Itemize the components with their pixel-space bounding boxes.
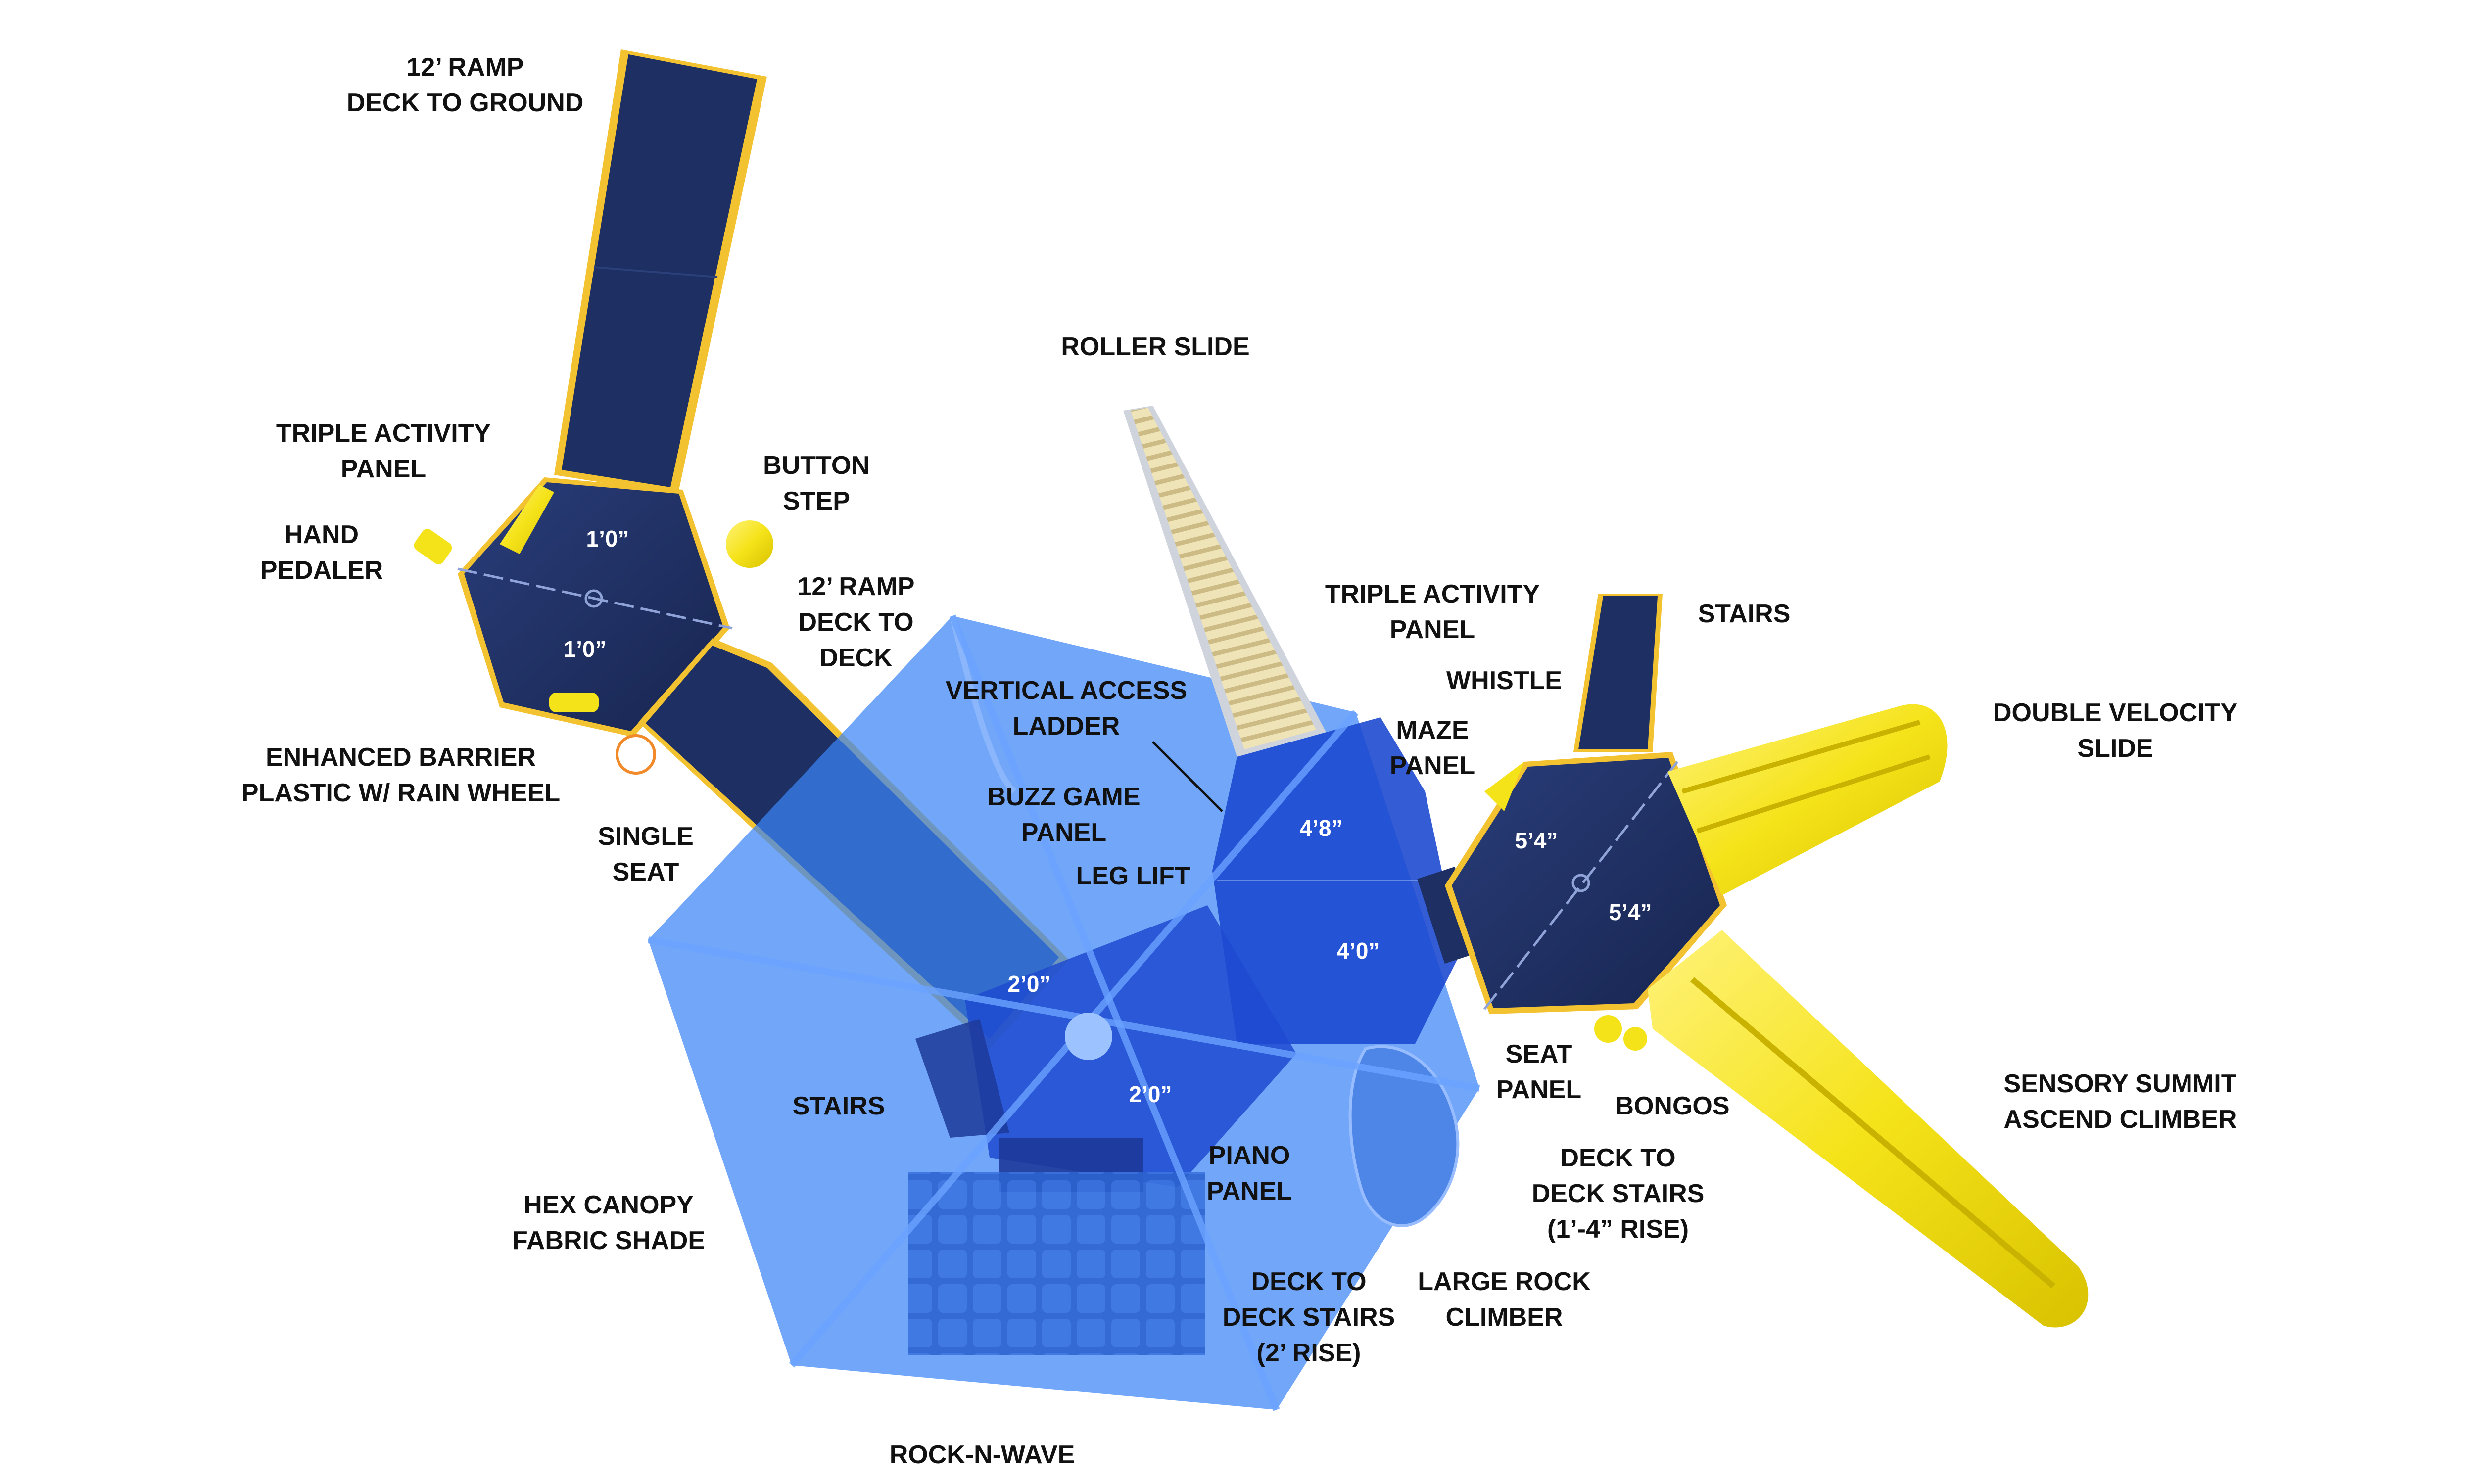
- vertical-ladder-leader: [1152, 741, 1223, 812]
- label-roller-slide: ROLLER SLIDE: [1061, 332, 1250, 361]
- label-stairs-left: STAIRS: [792, 1092, 885, 1120]
- maze-panel: [1484, 762, 1524, 811]
- hand-pedaler: [414, 529, 452, 564]
- button-step: [726, 520, 773, 568]
- label-stairs-top: STAIRS: [1698, 600, 1791, 628]
- canopy-hub: [1065, 1013, 1112, 1060]
- triple-activity-panel-left: [500, 485, 554, 554]
- bongos: [1594, 1015, 1647, 1051]
- deck-height-center-a: 2’0”: [1008, 971, 1051, 997]
- deck-height-mid-a: 4’8”: [1300, 815, 1343, 841]
- double-velocity-slide: [1667, 704, 1948, 895]
- large-rock-climber: [1348, 1045, 1460, 1227]
- deck-height-right-b: 5’4”: [1609, 899, 1652, 925]
- label-leg-lift: LEG LIFT: [1076, 862, 1190, 890]
- sensory-summit-climber: [1648, 930, 2089, 1328]
- stairs-top: [1573, 594, 1663, 752]
- roller-slide: [1123, 406, 1326, 757]
- mid-deck: [1212, 717, 1460, 1044]
- label-bongos: BONGOS: [1615, 1092, 1730, 1120]
- ramp-deck-to-ground: [554, 49, 767, 495]
- deck-height-right-a: 5’4”: [1515, 828, 1558, 853]
- enhanced-barrier-rain-wheel: [549, 693, 656, 775]
- label-rock-n-wave: ROCK-N-WAVE: [889, 1440, 1075, 1469]
- deck-height-center-b: 2’0”: [1129, 1081, 1172, 1107]
- deck-height-mid-b: 4’0”: [1337, 938, 1380, 964]
- deck-height-upper-left-b: 1’0”: [564, 636, 607, 662]
- deck-height-upper-left-a: 1’0”: [586, 526, 629, 552]
- rock-n-wave: [908, 1172, 1205, 1355]
- right-deck: [1445, 752, 1727, 1014]
- label-whistle: WHISTLE: [1446, 666, 1562, 695]
